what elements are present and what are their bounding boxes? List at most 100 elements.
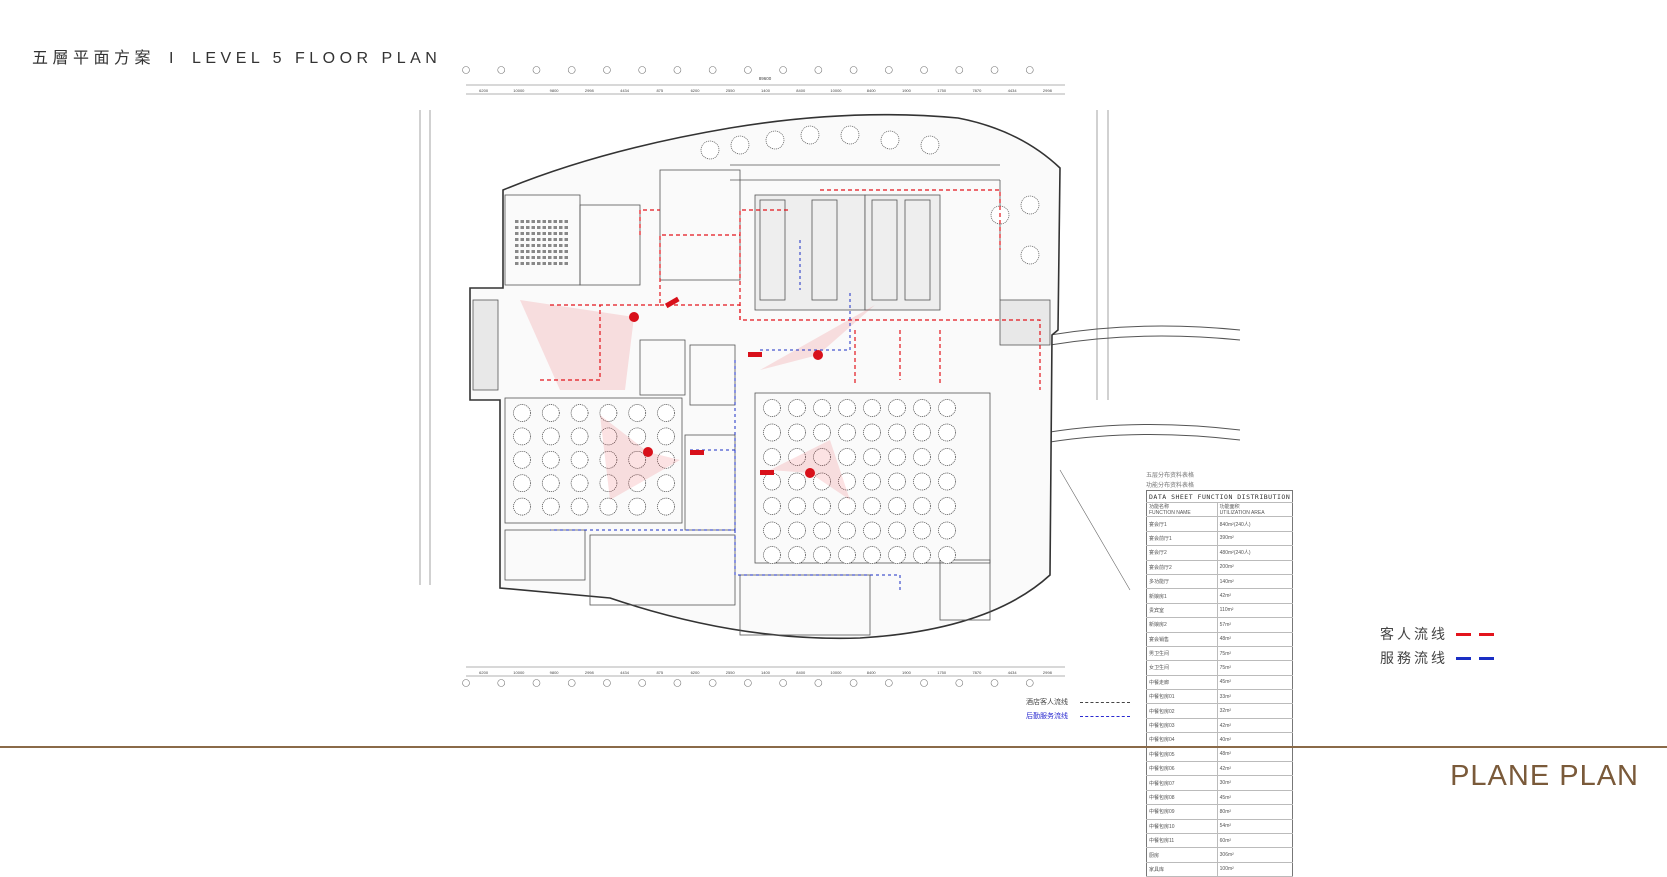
- banquet-table: [813, 521, 831, 540]
- auditorium-seat: [542, 250, 546, 253]
- banquet-table: [913, 448, 931, 466]
- auditorium-seat: [515, 226, 519, 229]
- grid-axis-bubbles: [462, 66, 1034, 687]
- banquet-table: [599, 497, 618, 516]
- auditorium-seat: [531, 256, 535, 259]
- function-name: 中餐包房09: [1146, 804, 1218, 820]
- banquet-table: [763, 521, 781, 540]
- banquet-table: [913, 472, 931, 491]
- auditorium-seat: [526, 226, 530, 229]
- grid-bubble: [885, 66, 893, 74]
- grid-bubble: [955, 679, 964, 687]
- function-name: 中餐包房01: [1146, 689, 1218, 705]
- bridge-lower: [1049, 423, 1241, 443]
- function-area: 48m²: [1216, 747, 1293, 763]
- grid-bubble: [1025, 66, 1034, 74]
- banquet-table: [813, 546, 831, 564]
- banquet-table: [513, 497, 531, 516]
- banquet-table: [838, 399, 856, 417]
- legend-guest-flow: 客人流线: [1380, 622, 1494, 646]
- red-dash-swatch: [1479, 632, 1494, 636]
- banquet-table: [513, 450, 531, 469]
- function-area: 110m²: [1216, 603, 1293, 619]
- dimension-label: 6200: [479, 670, 489, 675]
- service-flow-lines: [550, 240, 901, 590]
- grid-bubble: [497, 679, 506, 687]
- auditorium-seat: [520, 238, 524, 241]
- flow-key-dash: [1080, 701, 1130, 703]
- dimension-label: 1400: [761, 670, 771, 675]
- dimension-label: 875: [656, 670, 663, 675]
- function-area: 48m²: [1216, 632, 1293, 647]
- banquet-table: [938, 448, 956, 466]
- function-area: 840m²(240人): [1216, 516, 1293, 532]
- auditorium-seat: [559, 232, 563, 235]
- grid-bubble: [779, 679, 787, 687]
- function-area: 75m²: [1216, 660, 1293, 676]
- auditorium-seat: [526, 250, 530, 253]
- grid-bubble: [849, 66, 858, 74]
- banquet-table: [788, 448, 806, 466]
- grid-bubble: [532, 679, 541, 687]
- banquet-table: [938, 423, 956, 442]
- auditorium-seat: [526, 238, 530, 241]
- auditorium-seat: [548, 226, 552, 229]
- auditorium-seat: [531, 238, 535, 241]
- auditorium-seat: [531, 250, 535, 253]
- banquet-table: [913, 521, 931, 540]
- function-name: 中餐包房10: [1146, 819, 1218, 834]
- grid-bubble: [673, 66, 682, 74]
- auditorium-seat: [548, 232, 552, 235]
- auditorium-seat: [564, 250, 568, 253]
- auditorium-seat: [537, 244, 541, 247]
- banquet-table: [628, 427, 647, 446]
- banquet-table: [628, 474, 647, 493]
- auditorium-seat: [526, 256, 530, 259]
- banquet-table: [838, 546, 856, 564]
- grid-bubble: [673, 679, 682, 687]
- banquet-table: [788, 521, 806, 540]
- auditorium-seat: [542, 220, 546, 223]
- auditorium-seat: [515, 244, 519, 247]
- banquet-table: [541, 497, 560, 516]
- function-area: 32m²: [1216, 703, 1293, 719]
- grid-bubble: [638, 66, 646, 74]
- banquet-table: [863, 497, 881, 515]
- private-dining-table: [840, 125, 860, 145]
- grid-bubble: [1025, 679, 1034, 687]
- guest-flow-lines: [540, 189, 1041, 390]
- flow-key-label: 后勤服务流线: [1026, 712, 1068, 720]
- auditorium-seat: [553, 250, 557, 253]
- red-dash-swatch: [1456, 632, 1471, 636]
- banquet-table: [813, 472, 831, 491]
- auditorium-seat: [542, 256, 546, 259]
- function-area: 54m²: [1216, 819, 1293, 834]
- dimension-label: 6200: [691, 670, 701, 675]
- auditorium-seat: [553, 226, 557, 229]
- auditorium-seat: [531, 232, 535, 235]
- auditorium-seat: [553, 256, 557, 259]
- banquet-table: [838, 521, 856, 540]
- overall-dimension: 89600: [759, 76, 772, 81]
- grid-bubble: [920, 66, 928, 74]
- legend-service-flow: 服務流线: [1380, 646, 1494, 670]
- banquet-table: [888, 423, 906, 442]
- auditorium-seat: [515, 220, 519, 223]
- banquet-table: [863, 448, 881, 466]
- flow-key: 酒店客人流线 后勤服务流线: [1026, 695, 1130, 723]
- col1-header-en: FUNCTION NAME: [1149, 510, 1191, 517]
- banquet-table: [788, 546, 806, 564]
- auditorium-seat: [548, 256, 552, 259]
- auditorium-seat: [548, 220, 552, 223]
- dimension-label: 10000: [513, 670, 525, 675]
- private-dining-table: [700, 140, 720, 160]
- banquet-table: [763, 448, 781, 466]
